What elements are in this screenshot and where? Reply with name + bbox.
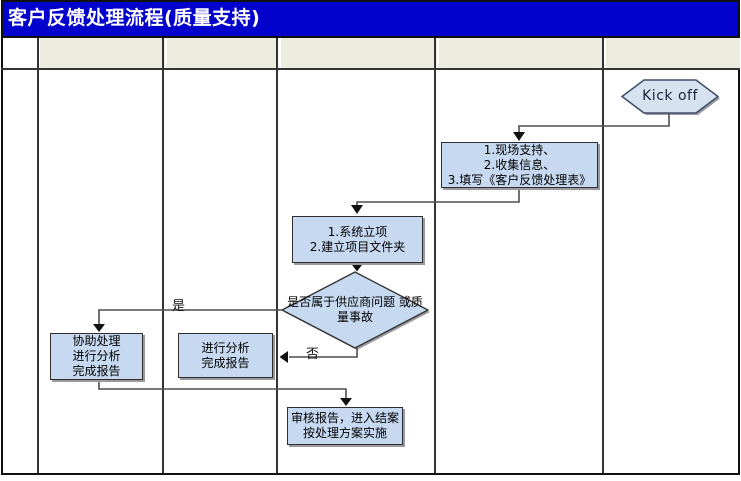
node-review-close[interactable]: 审核报告，进入结案 按处理方案实施 [287, 407, 403, 445]
branch-label-yes: 是 [172, 299, 186, 314]
node-project-setup[interactable]: 1.系统立项 2.建立项目文件夹 [292, 216, 423, 263]
swimlane-header-cell [167, 38, 278, 68]
kickoff-label: Kick off [642, 88, 698, 104]
node-site-support[interactable]: 1.现场支持、 2.收集信息、 3.填写《客户反馈处理表》 [441, 142, 598, 188]
swimlane-divider [602, 38, 604, 473]
swimlane-header-cell [439, 38, 604, 68]
swimlane-divider [37, 38, 39, 473]
swimlane-header-row [1, 38, 740, 68]
node-assist-process[interactable]: 协助处理 进行分析 完成报告 [50, 333, 143, 380]
header-divider [1, 68, 740, 70]
swimlane-header-cell [40, 38, 165, 68]
branch-label-no: 否 [306, 347, 320, 362]
page-title-text: 客户反馈处理流程(质量支持) [8, 7, 261, 29]
decision-label: 是否属于供应商问题 或质量事故 [287, 295, 423, 324]
swimlane-divider [276, 38, 278, 473]
swimlane-divider [162, 38, 164, 473]
page-title: 客户反馈处理流程(质量支持) [1, 0, 740, 38]
swimlane-divider [434, 38, 436, 473]
swimlane-header-cell [281, 38, 437, 68]
swimlane-header-cell [606, 38, 740, 68]
node-analyze-report[interactable]: 进行分析 完成报告 [178, 333, 273, 378]
